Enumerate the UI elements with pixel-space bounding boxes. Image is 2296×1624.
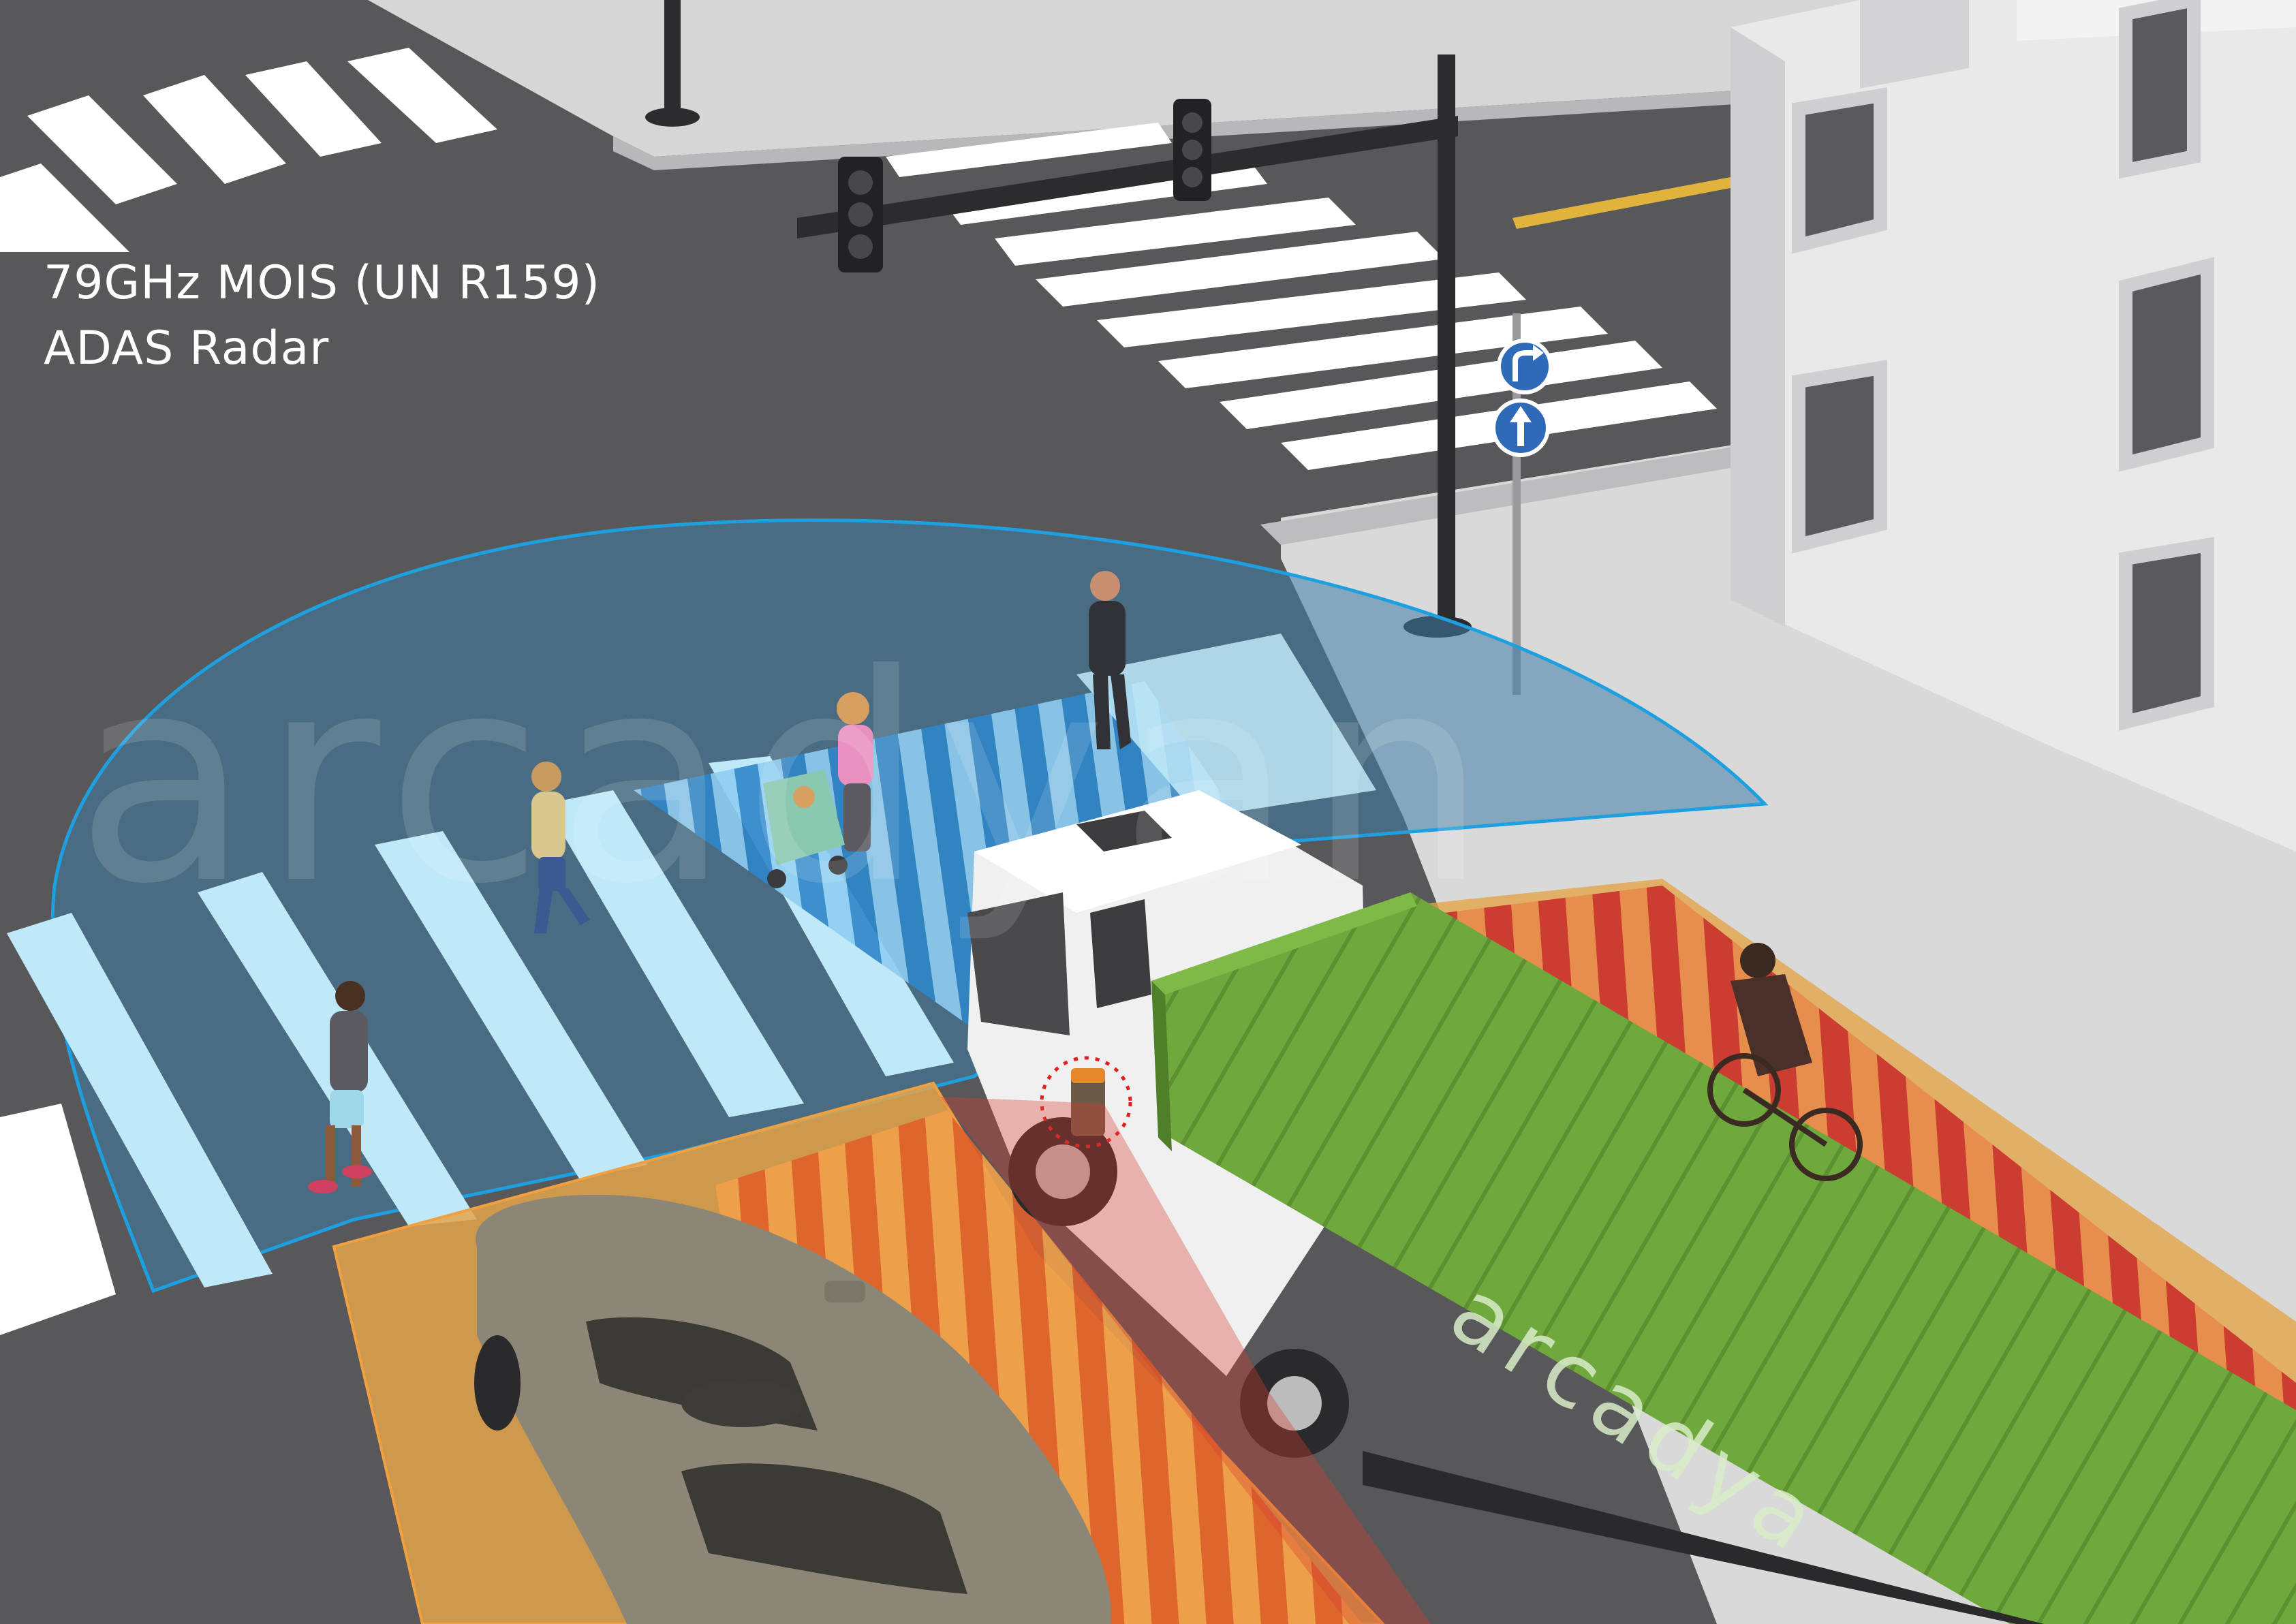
car-mirror — [824, 1281, 865, 1302]
side-radar-beam — [940, 1097, 1431, 1624]
road-centre-line — [1512, 177, 1731, 229]
road-signs — [1491, 313, 1553, 695]
pedestrian — [308, 981, 372, 1193]
sidewalk-top — [368, 0, 1880, 157]
crosswalk-top-left — [0, 48, 497, 252]
pedestrian — [531, 762, 590, 933]
window — [2119, 257, 2214, 472]
crosswalk-left-edge — [0, 1104, 116, 1335]
window — [2119, 0, 2201, 179]
watermark: arcadyan — [75, 614, 1500, 947]
truck-side-window — [1090, 899, 1151, 1008]
traffic-light — [645, 0, 1472, 638]
pedestrian-with-stroller — [763, 692, 873, 888]
radar-sensor-icon — [1071, 1068, 1105, 1136]
crosswalk-highlight-far — [1076, 634, 1376, 817]
bicycle-wheel — [1789, 1108, 1863, 1181]
building — [1731, 0, 2296, 852]
container-trailer — [1151, 892, 2296, 1624]
truck-windshield — [967, 892, 1070, 1035]
crosswalk-main — [7, 756, 954, 1287]
caption-line-2: ADAS Radar — [44, 322, 330, 375]
car-wheel — [474, 1335, 521, 1431]
caption: 79GHz MOIS (UN R159) ADAS Radar — [44, 251, 600, 381]
window — [2119, 537, 2214, 731]
caption-line-1: 79GHz MOIS (UN R159) — [44, 256, 601, 310]
sidewalk-top-curb — [613, 82, 1880, 170]
truck-roof-hatch — [1076, 811, 1172, 852]
radar-sensor-highlight — [1040, 1056, 1132, 1149]
window — [1792, 360, 1887, 554]
window — [1792, 87, 1887, 254]
turn-right-sign-icon — [1497, 339, 1553, 394]
cyclist — [1707, 943, 1863, 1181]
bicycle-wheel — [1707, 1053, 1781, 1127]
pedestrian — [1089, 571, 1131, 749]
car — [474, 1194, 1111, 1624]
